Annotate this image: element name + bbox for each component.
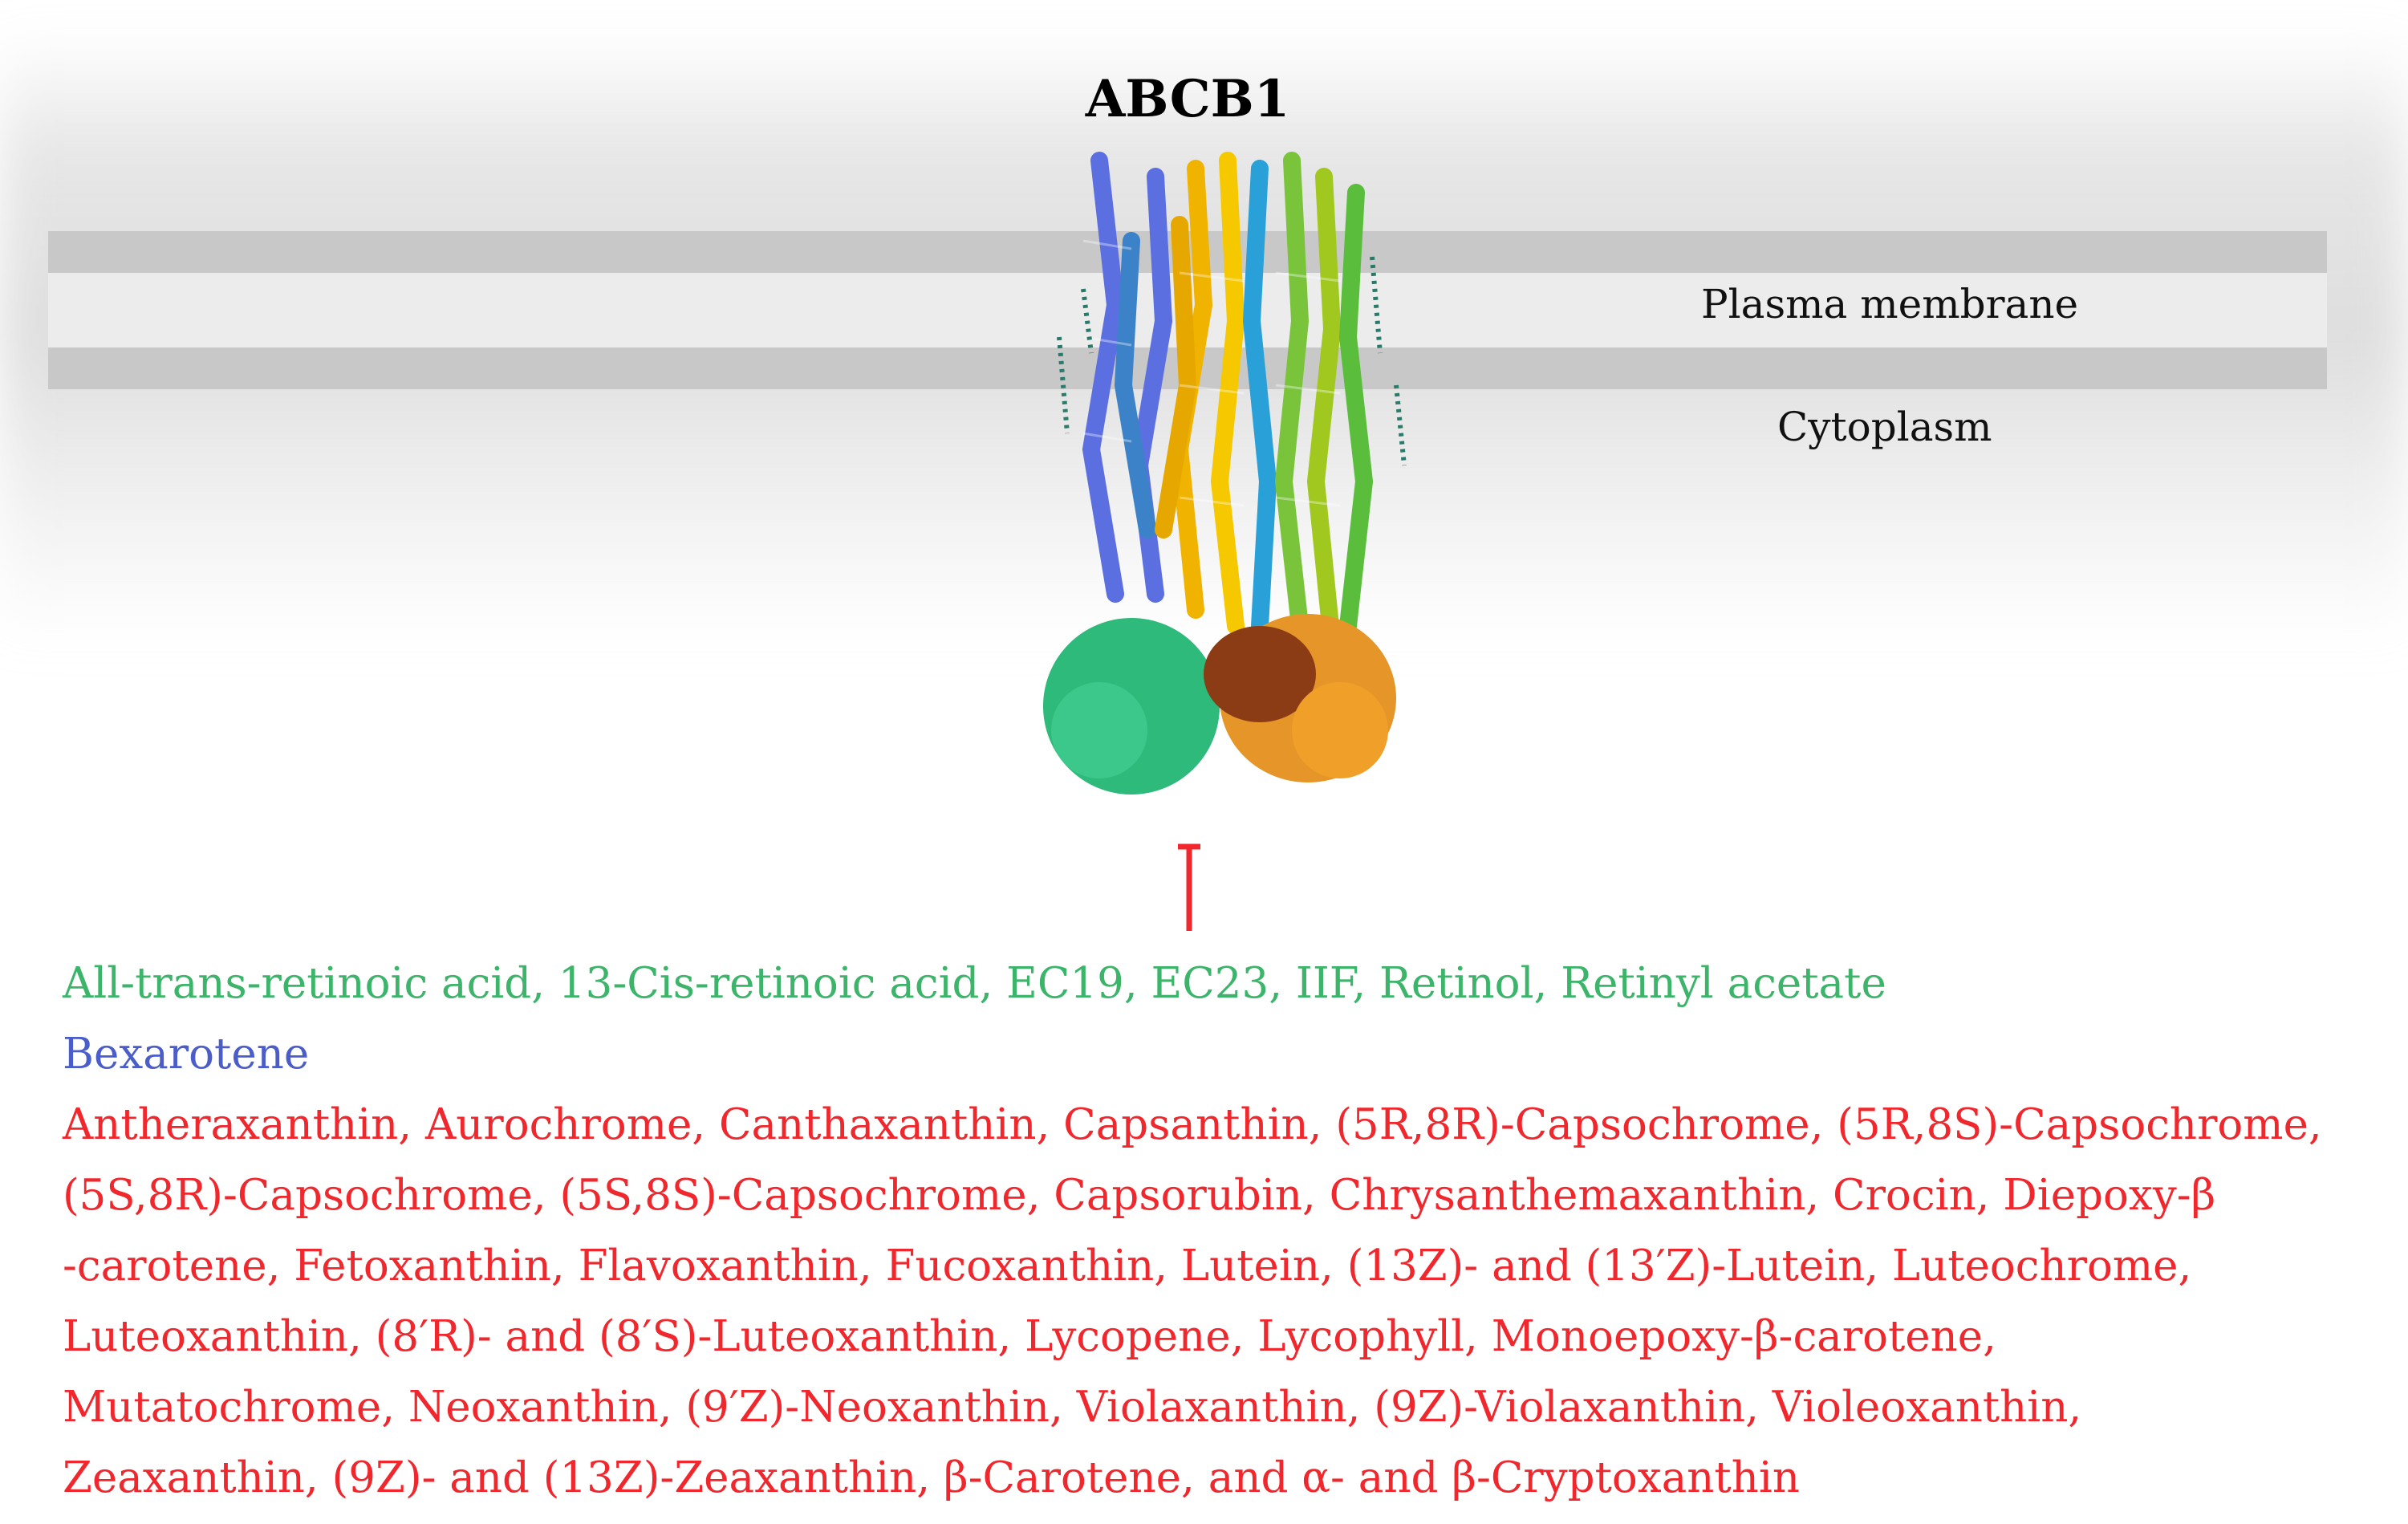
rexinoid-inhibitors: Bexarotene <box>63 1019 309 1090</box>
carotenoid-line: Luteoxanthin, (8′R)- and (8′S)-Luteoxant… <box>63 1312 1996 1361</box>
nbd1-lobe <box>1051 682 1147 778</box>
nbd2-lobe <box>1204 626 1316 722</box>
carotenoid-line: (5S,8R)-Capsochrome, (5S,8S)-Capsochrome… <box>63 1171 2216 1220</box>
protein-title: ABCB1 <box>1085 69 1290 129</box>
carotenoid-line: Antheraxanthin, Aurochrome, Canthaxanthi… <box>63 1100 2322 1149</box>
inhibition-arrow <box>1178 843 1200 931</box>
helix-bundle <box>1082 152 1374 651</box>
carotenoid-line: Mutatochrome, Neoxanthin, (9′Z)-Neoxanth… <box>63 1383 2082 1432</box>
carotenoid-line: -carotene, Fetoxanthin, Flavoxanthin, Fu… <box>63 1242 2192 1290</box>
rexinoid-list: Bexarotene <box>63 1030 310 1079</box>
helix-ribbing <box>1082 239 1341 507</box>
abcb1-protein-structure <box>1043 152 1407 795</box>
cytoplasm-label: Cytoplasm <box>1777 404 1992 450</box>
carotenoid-inhibitors: Antheraxanthin, Aurochrome, Canthaxanthi… <box>63 1090 2322 1514</box>
nbd2-lobe-outer <box>1292 682 1388 778</box>
retinoid-list: All-trans-retinoic acid, 13-Cis-retinoic… <box>63 959 1886 1008</box>
bound-lipids <box>1057 256 1407 466</box>
carotenoid-line: Zeaxanthin, (9Z)- and (13Z)-Zeaxanthin, … <box>63 1453 1800 1502</box>
retinoid-inhibitors: All-trans-retinoic acid, 13-Cis-retinoic… <box>63 949 1886 1019</box>
membrane-label: Plasma membrane <box>1701 281 2079 327</box>
